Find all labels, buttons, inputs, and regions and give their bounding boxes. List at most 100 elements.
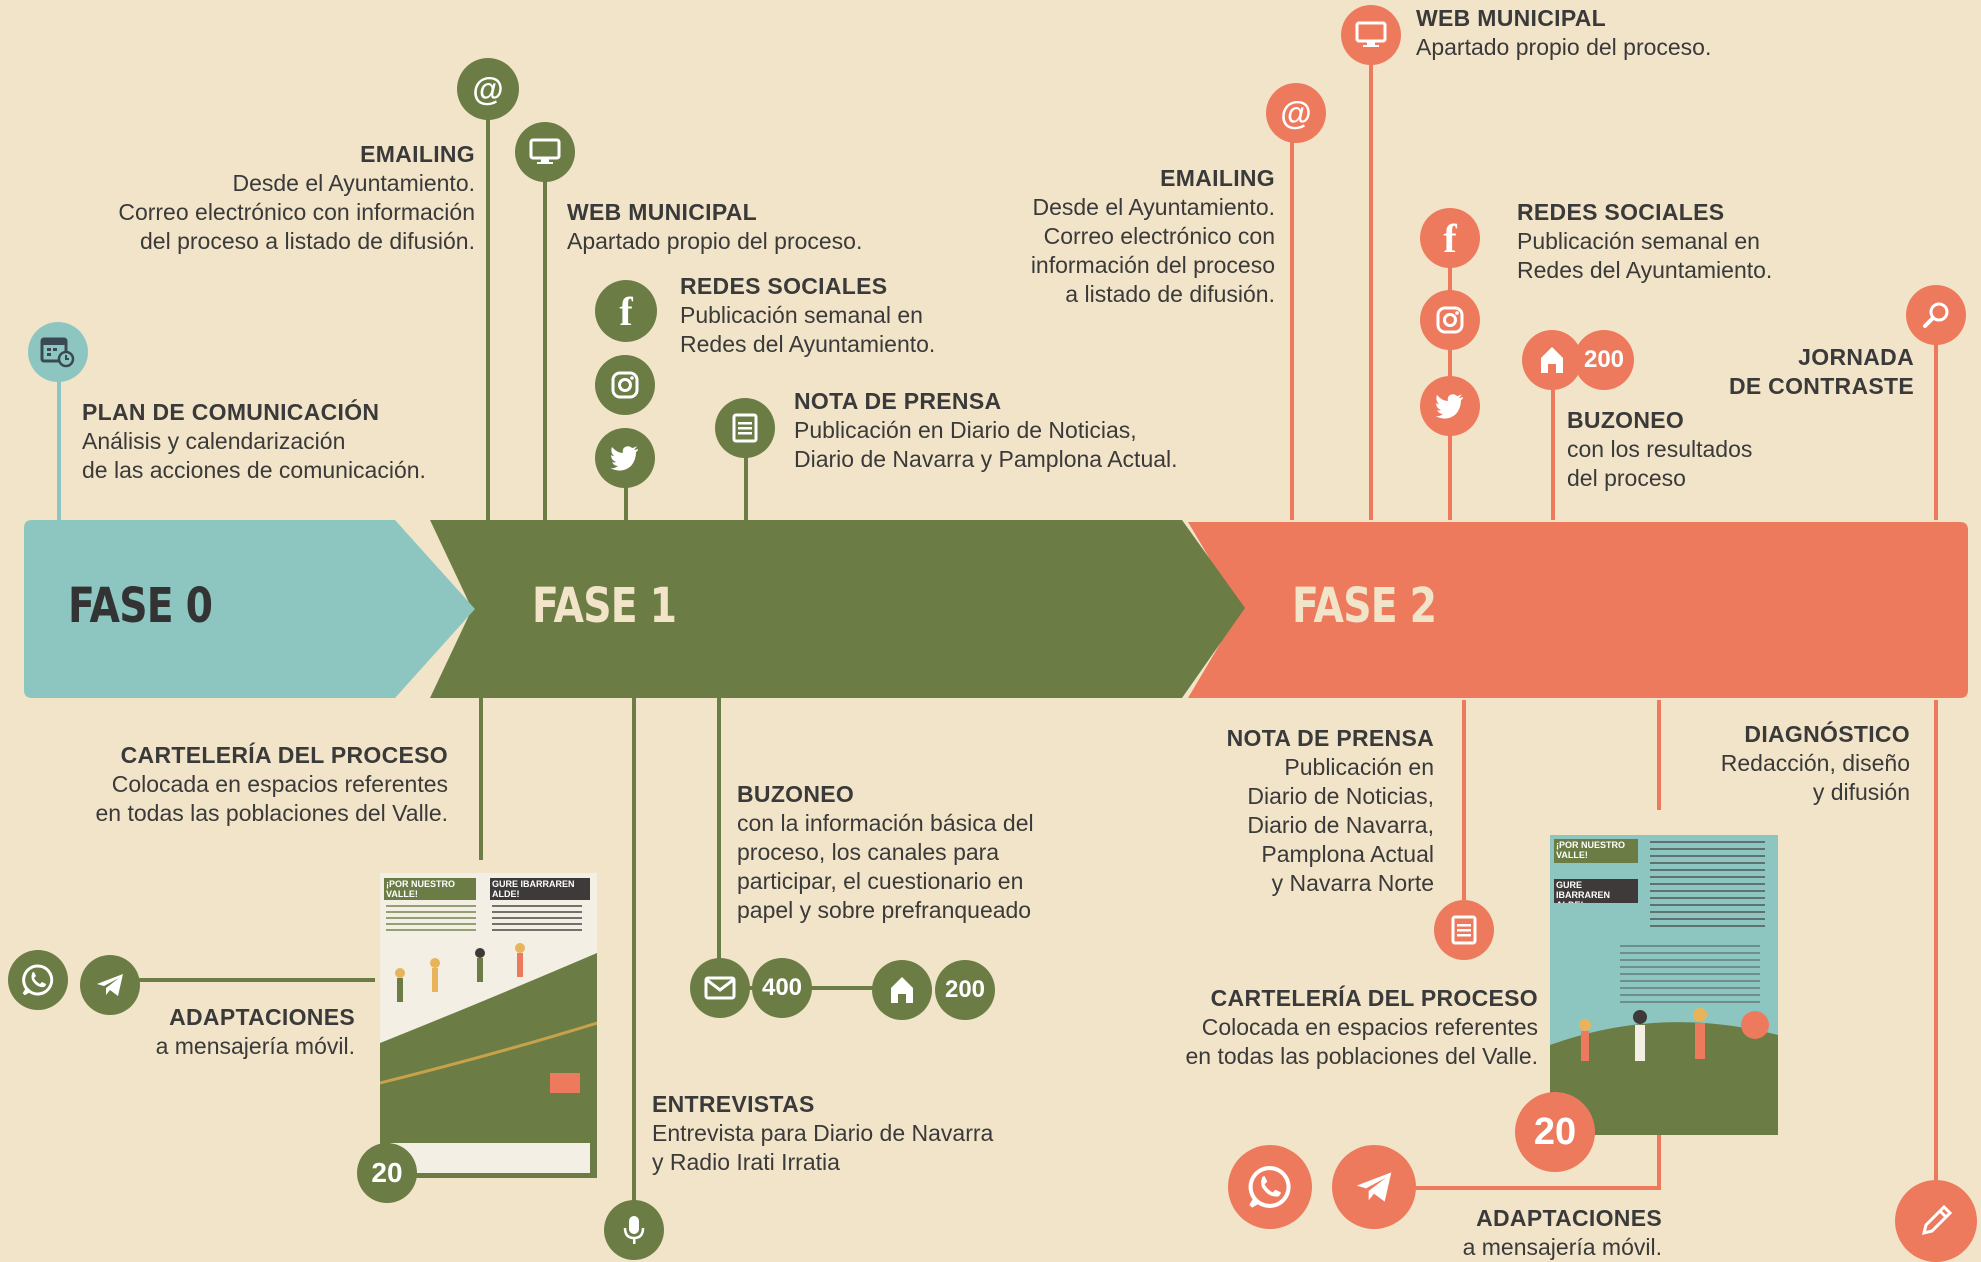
connector-line — [57, 380, 61, 520]
prensa-line: Publicación en Diario de Noticias, — [794, 417, 1137, 443]
redes-title: REDES SOCIALES — [680, 273, 888, 299]
prensa-line: Publicación en — [1284, 754, 1434, 780]
home-icon — [1522, 330, 1582, 390]
connector-line — [1657, 1120, 1661, 1190]
entrevistas-line: Entrevista para Diario de Navarra — [652, 1120, 994, 1146]
prensa-line: y Navarra Norte — [1271, 870, 1434, 896]
telegram-icon — [80, 955, 140, 1015]
buzoneo-line: con los resultados — [1567, 436, 1753, 462]
poster-badge: ¡POR NUESTRO VALLE! — [1554, 839, 1638, 863]
prensa-title: NOTA DE PRENSA — [794, 388, 1002, 414]
poster-text-lines — [1650, 841, 1765, 929]
twitter-icon — [1420, 376, 1480, 436]
web-municipal-block: WEB MUNICIPAL Apartado propio del proces… — [567, 198, 862, 256]
fase2-arrow-shape — [1188, 522, 1968, 698]
diagnostico-line: y difusión — [1812, 779, 1910, 805]
poster-image: ¡POR NUESTRO VALLE! GURE IBARRAREN ALDE! — [1550, 835, 1778, 1135]
buzoneo-line: con la información básica del — [737, 810, 1034, 836]
fase1-arrow-shape — [430, 520, 1245, 698]
carteleria-title: CARTELERÍA DEL PROCESO — [1210, 985, 1538, 1011]
plan-line: Análisis y calendarización — [82, 428, 346, 454]
poster-badge: ¡POR NUESTRO VALLE! — [384, 878, 476, 900]
buzoneo-block: BUZONEO con la información básica del pr… — [737, 780, 1034, 925]
plan-title: PLAN DE COMUNICACIÓN — [82, 399, 380, 425]
emailing-line: Desde el Ayuntamiento. — [232, 170, 475, 196]
document-icon — [715, 398, 775, 458]
carteleria-line: en todas las poblaciones del Valle. — [1185, 1043, 1538, 1069]
connector-line — [1462, 700, 1466, 900]
redes-title: REDES SOCIALES — [1517, 199, 1725, 225]
adaptaciones-line: a mensajería móvil. — [1462, 1234, 1662, 1260]
home-icon — [872, 960, 932, 1020]
connector-line — [624, 460, 628, 520]
web-municipal-block: WEB MUNICIPAL Apartado propio del proces… — [1416, 4, 1711, 62]
plan-comunicacion-block: PLAN DE COMUNICACIÓN Análisis y calendar… — [82, 398, 426, 485]
connector-line — [717, 695, 721, 960]
connector-line — [479, 695, 483, 860]
emailing-line: información del proceso — [1030, 252, 1275, 278]
fase1-label: FASE 1 — [532, 578, 677, 634]
poster-text-lines — [492, 905, 582, 935]
connector-line — [1551, 380, 1555, 520]
connector-line — [1934, 700, 1938, 1180]
adaptaciones-block: ADAPTACIONES a mensajería móvil. — [1400, 1204, 1662, 1262]
buzoneo-line: papel y sobre prefranqueado — [737, 897, 1032, 923]
redes-line: Publicación semanal en — [1517, 228, 1760, 254]
jornada-block: JORNADA DE CONTRASTE — [1680, 343, 1914, 401]
diagnostico-line: Redacción, diseño — [1720, 750, 1910, 776]
poster-text-lines — [386, 905, 476, 935]
mail-icon — [690, 958, 750, 1018]
buzoneo-block: BUZONEO con los resultados del proceso — [1567, 406, 1752, 493]
carteleria-block: CARTELERÍA DEL PROCESO Colocada en espac… — [40, 741, 448, 828]
nota-prensa-block: NOTA DE PRENSA Publicación en Diario de … — [1180, 724, 1434, 898]
emailing-title: EMAILING — [1160, 165, 1275, 191]
connector-line — [1934, 340, 1938, 520]
emailing-block: EMAILING Desde el Ayuntamiento. Correo e… — [40, 140, 475, 256]
buzoneo-count-home: 200 — [935, 960, 995, 1020]
whatsapp-icon — [1228, 1145, 1312, 1229]
poster-hill-illustration — [1550, 1008, 1778, 1135]
at-icon: @ — [1266, 83, 1326, 143]
buzoneo-count-home: 200 — [1574, 330, 1634, 390]
connector-line — [1369, 60, 1373, 520]
whatsapp-icon — [8, 950, 68, 1010]
plan-line: de las acciones de comunicación. — [82, 457, 426, 483]
buzoneo-title: BUZONEO — [737, 781, 855, 807]
telegram-icon — [1332, 1145, 1416, 1229]
search-icon — [1906, 285, 1966, 345]
adaptaciones-title: ADAPTACIONES — [169, 1004, 355, 1030]
web-title: WEB MUNICIPAL — [1416, 5, 1607, 31]
buzoneo-line: proceso, los canales para — [737, 839, 1000, 865]
adaptaciones-title: ADAPTACIONES — [1476, 1205, 1662, 1231]
poster-image: ¡POR NUESTRO VALLE! GURE IBARRAREN ALDE! — [380, 873, 597, 1178]
carteleria-line: en todas las poblaciones del Valle. — [95, 800, 448, 826]
emailing-line: del proceso a listado de difusión. — [140, 228, 475, 254]
fase0-label: FASE 0 — [68, 578, 213, 634]
connector-line — [744, 455, 748, 520]
jornada-title: DE CONTRASTE — [1728, 373, 1914, 399]
pencil-icon — [1895, 1180, 1977, 1262]
connector-line — [1657, 700, 1661, 810]
document-icon — [1434, 900, 1494, 960]
calendar-icon — [28, 322, 88, 382]
prensa-line: Diario de Navarra, — [1247, 812, 1434, 838]
connector-line — [110, 978, 375, 982]
connector-line — [486, 116, 490, 520]
emailing-block: EMAILING Desde el Ayuntamiento. Correo e… — [990, 164, 1275, 309]
connector-line — [543, 178, 547, 520]
poster-badge: GURE IBARRAREN ALDE! — [490, 878, 590, 900]
adaptaciones-line: a mensajería móvil. — [155, 1033, 355, 1059]
monitor-icon — [1341, 5, 1401, 65]
jornada-title: JORNADA — [1798, 344, 1914, 370]
buzoneo-line: del proceso — [1567, 465, 1686, 491]
buzoneo-title: BUZONEO — [1567, 407, 1685, 433]
adaptaciones-block: ADAPTACIONES a mensajería móvil. — [100, 1003, 355, 1061]
connector-line — [1290, 140, 1294, 520]
emailing-line: Desde el Ayuntamiento. — [1032, 194, 1275, 220]
poster-hill-illustration — [380, 943, 597, 1178]
fase0-arrow-shape — [24, 520, 475, 698]
emailing-line: Correo electrónico con — [1043, 223, 1275, 249]
redes-sociales-block: REDES SOCIALES Publicación semanal en Re… — [680, 272, 935, 359]
emailing-line: a listado de difusión. — [1065, 281, 1275, 307]
